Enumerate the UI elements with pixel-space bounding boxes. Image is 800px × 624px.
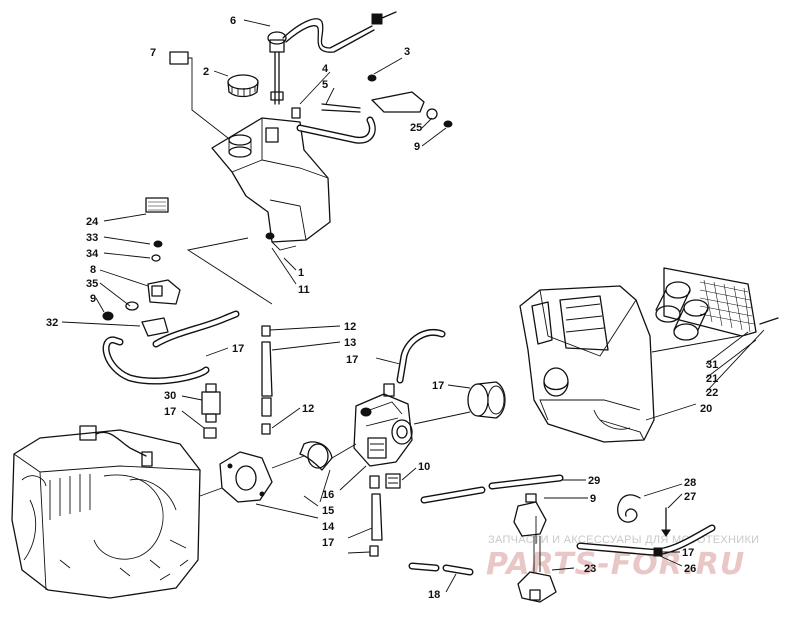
- label-17-carb: 17: [346, 354, 358, 366]
- decal-7: [169, 51, 189, 65]
- label-30: 31: [706, 359, 718, 371]
- label-9-mid: 9: [90, 293, 96, 305]
- label-18: 17: [432, 380, 444, 392]
- label-9-bottom: 9: [590, 493, 596, 505]
- fuel-sender: [267, 11, 397, 105]
- label-17-filter: 17: [164, 406, 176, 418]
- label-15: 15: [322, 505, 334, 517]
- label-31: 32: [46, 317, 58, 329]
- fuel-pump: [513, 493, 557, 603]
- label-12-mid: 12: [302, 403, 314, 415]
- label-28: 29: [588, 475, 600, 487]
- label-11: 11: [298, 284, 310, 296]
- label-3: 3: [404, 46, 410, 58]
- label-17-left: 17: [232, 343, 244, 355]
- label-1: 1: [298, 267, 304, 279]
- label-4: 4: [322, 63, 329, 75]
- label-13: 13: [344, 337, 356, 349]
- fuel-cap: [227, 74, 259, 98]
- label-17-lower: 17: [322, 537, 334, 549]
- label-35: 10: [418, 461, 430, 473]
- label-34: 35: [86, 278, 98, 290]
- label-5: 5: [322, 79, 328, 91]
- label-27: 28: [684, 477, 696, 489]
- label-9-top: 9: [414, 141, 420, 153]
- label-17-bottom: 18: [428, 589, 440, 601]
- label-25: 26: [684, 563, 696, 575]
- fuel-filter: [201, 383, 221, 439]
- label-22: 23: [584, 563, 596, 575]
- label-12-top: 12: [344, 321, 356, 333]
- label-19: 20: [700, 403, 712, 415]
- vent-line: [291, 74, 453, 144]
- intake-flange: [219, 441, 333, 503]
- fuel-tank: [211, 117, 331, 251]
- label-26: 27: [684, 491, 696, 503]
- bracket-assembly: [102, 197, 181, 337]
- label-21: 22: [706, 387, 718, 399]
- air-silencer: [519, 285, 655, 443]
- intake-tubes: [655, 267, 779, 341]
- watermark-brand: PARTS-FOR.RU: [486, 547, 745, 582]
- label-29: 30: [164, 390, 176, 402]
- label-20: 21: [706, 373, 718, 385]
- carburetor: [353, 383, 413, 467]
- engine: [11, 425, 201, 599]
- label-32: 33: [86, 232, 98, 244]
- part-number-labels: 6 7 2 3 4 5 25 9 24 33 34 8 35 9 32 1 11…: [46, 15, 718, 601]
- label-33: 34: [86, 248, 99, 260]
- label-16: 16: [322, 489, 334, 501]
- label-7: 7: [150, 47, 156, 59]
- label-6: 6: [230, 15, 236, 27]
- carb-boot: [467, 381, 506, 419]
- label-14: 14: [322, 521, 335, 533]
- label-23: 24: [86, 216, 99, 228]
- label-2: 2: [203, 66, 209, 78]
- label-17-right: 17: [682, 547, 694, 559]
- fuel-line-13: [261, 325, 273, 435]
- label-24: 25: [410, 122, 422, 134]
- label-8: 8: [90, 264, 96, 276]
